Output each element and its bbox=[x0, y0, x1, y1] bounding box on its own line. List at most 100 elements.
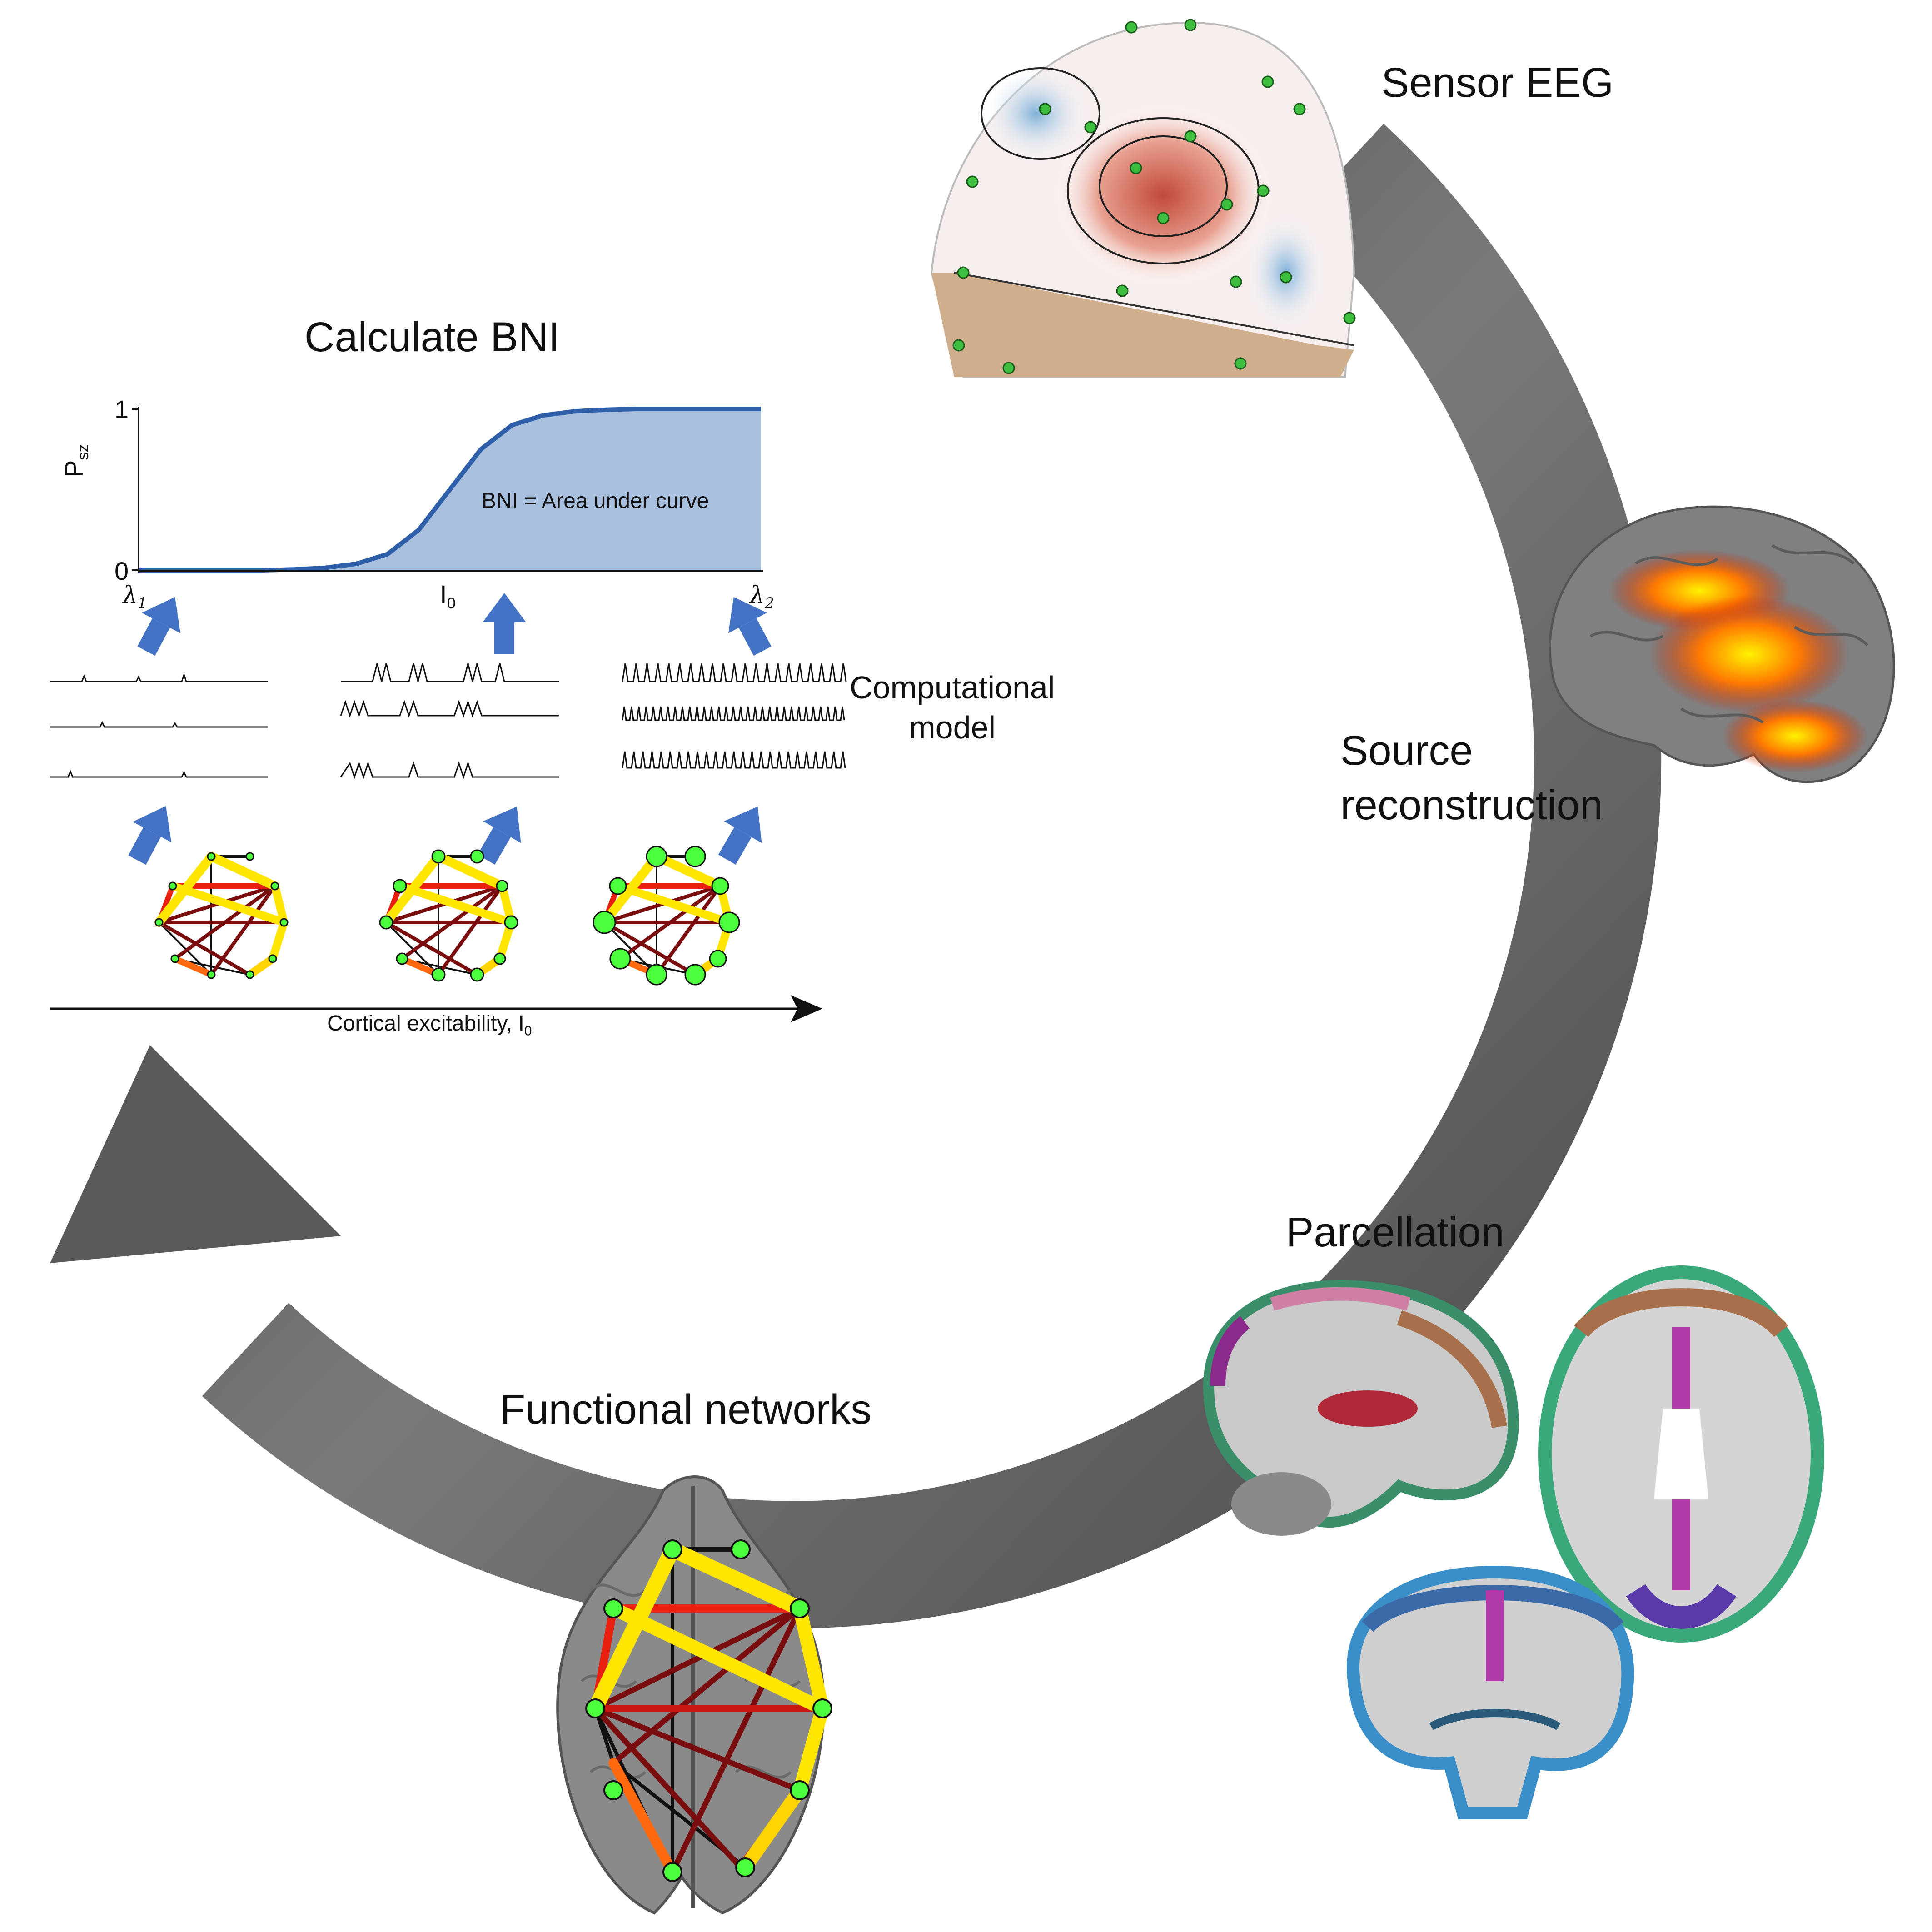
y-tick-label-0: 0 bbox=[115, 557, 129, 585]
source-brain bbox=[1549, 505, 1895, 783]
network-edge bbox=[384, 921, 479, 976]
network-node bbox=[684, 846, 706, 867]
network-edge bbox=[209, 884, 277, 976]
network-node bbox=[393, 879, 407, 893]
network-graph-low bbox=[154, 852, 289, 979]
network-node bbox=[711, 877, 729, 895]
trace-mid-3 bbox=[340, 761, 559, 779]
trace-low-2 bbox=[50, 721, 268, 728]
network-edge bbox=[655, 884, 722, 976]
excitability-axis-label-main: Cortical excitability, I bbox=[327, 1011, 524, 1036]
trace-low-1 bbox=[50, 672, 268, 682]
network-node bbox=[245, 970, 254, 979]
network-node bbox=[207, 970, 216, 979]
trace-high-3 bbox=[622, 751, 846, 769]
x-tick-i0: I0 bbox=[440, 579, 456, 612]
functional-network-brain bbox=[556, 1475, 832, 1915]
network-edge bbox=[169, 882, 288, 926]
network-node bbox=[207, 852, 216, 861]
parcellation-axial bbox=[1538, 1265, 1824, 1643]
network-node bbox=[493, 952, 506, 965]
network-node bbox=[170, 954, 179, 963]
bni-annotation: BNI = Area under curve bbox=[482, 489, 709, 513]
network-node bbox=[168, 881, 177, 891]
network-edge bbox=[271, 882, 288, 926]
network-node bbox=[504, 915, 518, 930]
x-tick-i0-main: I bbox=[440, 580, 447, 608]
trace-high-1 bbox=[622, 663, 847, 682]
network-graph-mid bbox=[379, 849, 518, 982]
network-edge bbox=[173, 884, 277, 961]
blue-arrows-upper bbox=[137, 593, 772, 656]
y-tick-label-1: 1 bbox=[115, 395, 129, 423]
network-edge bbox=[172, 956, 214, 978]
stage-title-calculate-bni: Calculate BNI bbox=[304, 314, 560, 360]
cycle-arrowhead bbox=[50, 1045, 341, 1263]
excitability-axis-label: Cortical excitability, I0 bbox=[327, 1011, 532, 1039]
network-node bbox=[270, 881, 279, 891]
parcellation-sagittal bbox=[1203, 1280, 1519, 1536]
network-node bbox=[684, 964, 706, 986]
x-tick-lambda2: λ2 bbox=[750, 582, 774, 612]
x-tick-lambda2-sub: 2 bbox=[764, 594, 774, 612]
trace-mid-1 bbox=[341, 663, 559, 682]
network-node bbox=[431, 849, 446, 864]
model-label-line1: Computational bbox=[850, 670, 1055, 705]
x-tick-i0-sub: 0 bbox=[447, 595, 456, 612]
model-traces bbox=[50, 663, 847, 779]
network-edge bbox=[652, 852, 725, 891]
x-tick-lambda1: λ1 bbox=[123, 582, 147, 612]
network-node bbox=[154, 918, 164, 927]
network-graph-high bbox=[593, 846, 740, 986]
network-edge bbox=[269, 918, 288, 963]
network-node bbox=[496, 880, 508, 892]
network-node bbox=[245, 852, 254, 861]
blue-arrows-lower bbox=[128, 806, 762, 865]
arrow-up-mid bbox=[483, 593, 526, 654]
trace-mid-2 bbox=[340, 700, 559, 718]
trace-high-2 bbox=[622, 706, 845, 721]
y-axis-label: Psz bbox=[59, 444, 92, 477]
network-edge bbox=[396, 882, 515, 926]
y-axis-label-main: P bbox=[60, 460, 88, 477]
arrow-lower-mid bbox=[477, 807, 521, 865]
stage-title-source-line2: reconstruction bbox=[1340, 782, 1603, 828]
network-node bbox=[709, 950, 727, 968]
stage-title-sensor-eeg: Sensor EEG bbox=[1381, 60, 1614, 106]
arrow-lower-left bbox=[128, 806, 172, 865]
arrow-up-right bbox=[728, 597, 772, 656]
network-node bbox=[279, 918, 289, 927]
network-edge bbox=[437, 884, 504, 976]
excitability-axis bbox=[50, 995, 822, 1022]
network-node bbox=[609, 877, 627, 895]
y-axis-label-sub: sz bbox=[75, 444, 92, 460]
network-edge bbox=[246, 955, 277, 979]
stage-title-parcellation: Parcellation bbox=[1286, 1209, 1504, 1255]
network-node bbox=[379, 915, 393, 930]
network-edge bbox=[400, 884, 504, 961]
arrow-lower-right bbox=[718, 807, 762, 865]
model-label: Computational model bbox=[850, 668, 1055, 747]
network-node bbox=[470, 849, 484, 864]
network-node bbox=[718, 911, 740, 933]
network-edge bbox=[157, 921, 252, 976]
network-edge bbox=[614, 882, 733, 926]
network-edge bbox=[618, 884, 722, 961]
trace-low-3 bbox=[50, 770, 268, 778]
network-edge bbox=[385, 921, 439, 976]
sensor-eeg-head bbox=[930, 19, 1356, 378]
excitability-arrowhead bbox=[791, 995, 822, 1022]
network-node bbox=[396, 952, 408, 965]
x-tick-lambda1-sub: 1 bbox=[137, 594, 147, 612]
network-node bbox=[431, 967, 446, 982]
network-edge bbox=[158, 921, 212, 976]
network-node bbox=[646, 846, 667, 867]
network-edge bbox=[603, 921, 657, 976]
stage-title-functional-networks: Functional networks bbox=[500, 1386, 872, 1433]
bni-plot bbox=[132, 407, 763, 573]
arrow-up-left bbox=[137, 597, 181, 656]
network-node bbox=[609, 948, 631, 970]
model-label-line2: model bbox=[909, 709, 996, 745]
network-node bbox=[268, 954, 277, 963]
